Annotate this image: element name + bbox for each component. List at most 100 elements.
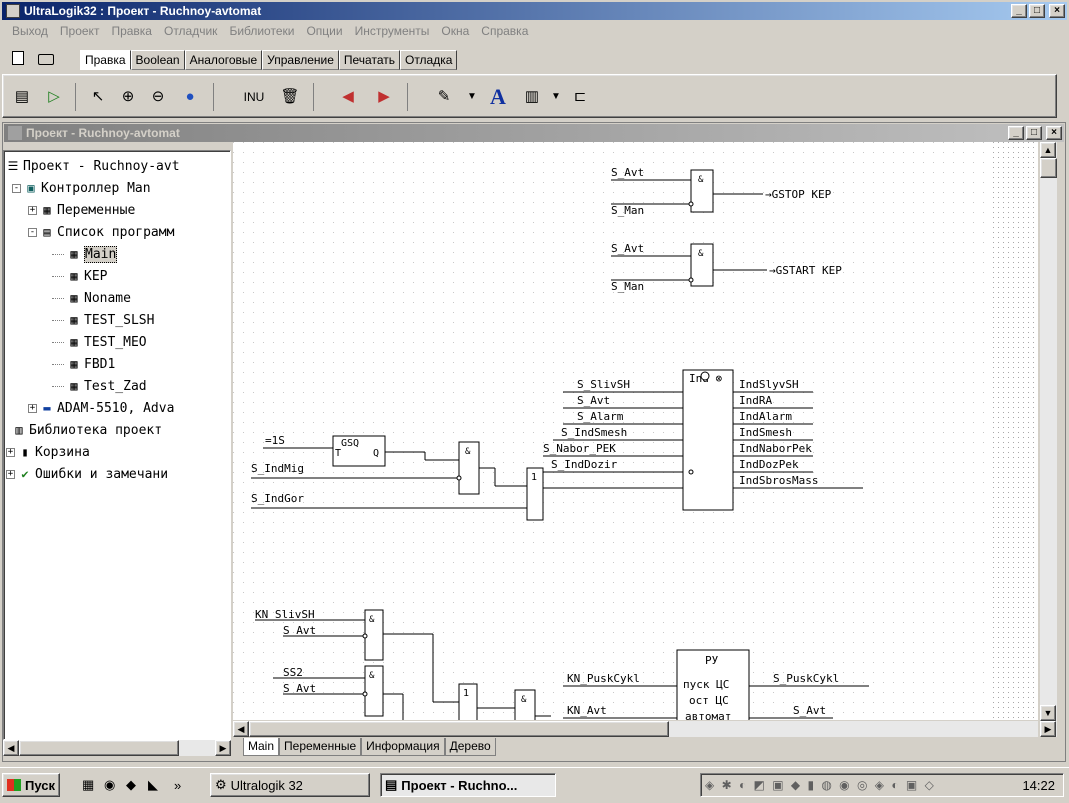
expand-icon[interactable]: + <box>28 402 37 413</box>
sheet-tab-tree[interactable]: Дерево <box>444 738 496 756</box>
fbd-diagram: S_Avt S_Man & →GSTOP KEP S_Avt S_Man & →… <box>233 142 1038 720</box>
tree-hscrollbar[interactable]: ◀ ▶ <box>3 740 231 756</box>
menu-libraries[interactable]: Библиотеки <box>229 24 295 38</box>
tree-item[interactable]: ▦FBD1 <box>52 353 115 375</box>
globe-icon[interactable]: ● <box>185 88 195 105</box>
indgor-label: S_IndGor <box>251 492 304 505</box>
child-minimize-button[interactable]: _ <box>1008 126 1024 140</box>
quicklaunch-tool-icon[interactable]: ◣ <box>148 777 158 792</box>
child-maximize-button[interactable]: □ <box>1026 126 1042 140</box>
canvas-hscrollbar[interactable]: ◀ <box>233 721 1038 737</box>
indmig-label: S_IndMig <box>251 462 304 475</box>
task-project[interactable]: ▤ Проект - Ruchno... <box>380 773 556 797</box>
tab-analog[interactable]: Аналоговые <box>184 50 263 70</box>
inu-button[interactable]: INU <box>243 90 265 104</box>
expand-icon[interactable]: + <box>6 446 15 457</box>
menu-help[interactable]: Справка <box>481 24 529 38</box>
run-icon[interactable]: ▷ <box>48 88 60 105</box>
tree-scroll-thumb[interactable] <box>19 740 179 756</box>
tree-item-label: KEP <box>84 268 108 284</box>
hscroll-thumb[interactable] <box>249 721 669 737</box>
pointer-icon[interactable]: ↖ <box>91 88 105 105</box>
quicklaunch-more-button[interactable]: » <box>174 777 182 793</box>
sheet-tab-variables[interactable]: Переменные <box>279 738 362 756</box>
tree-scroll-right-button[interactable]: ▶ <box>215 740 231 756</box>
menu-tools[interactable]: Инструменты <box>354 24 430 38</box>
tab-print[interactable]: Печатать <box>338 50 400 70</box>
tab-debug[interactable]: Отладка <box>399 50 458 70</box>
collapse-icon[interactable]: - <box>12 182 21 193</box>
minimize-button[interactable]: _ <box>1011 4 1027 18</box>
expand-icon[interactable]: + <box>28 204 37 215</box>
chart-icon[interactable]: ▥ <box>524 88 540 105</box>
maximize-button[interactable]: □ <box>1029 4 1045 18</box>
tree-item[interactable]: ☰Проект - Ruchnoy-avt <box>6 155 180 177</box>
table-icon: ▦ <box>70 357 78 371</box>
tree-item[interactable]: ▦Noname <box>52 287 131 309</box>
menu-edit[interactable]: Правка <box>111 24 152 38</box>
zoom-out-icon[interactable]: ⊖ <box>151 88 165 105</box>
tab-control[interactable]: Управление <box>262 50 339 70</box>
start-button[interactable]: Пуск <box>2 773 60 797</box>
tree-item[interactable]: -▣Контроллер Man <box>12 177 151 199</box>
tree-item[interactable]: ▦KEP <box>52 265 107 287</box>
task-ultralogik[interactable]: ⚙ Ultralogik 32 <box>210 773 370 797</box>
quicklaunch-app-icon[interactable]: ◆ <box>126 777 136 792</box>
scroll-down-button[interactable]: ▼ <box>1040 705 1056 721</box>
tree-item[interactable]: +▮Корзина <box>6 441 90 463</box>
tree-scroll-left-button[interactable]: ◀ <box>3 740 19 756</box>
collapse-icon[interactable]: - <box>28 226 37 237</box>
tray-icons[interactable]: ◈ ✱ ◐ ◩ ▣ ◆ ▮ ◍ ◉ ◎ ◈ ◐ ▣ ◇ <box>705 778 936 792</box>
toolbar: ▤ ▷ ↖ ⊕ ⊖ ● INU 🗑 ◀ ▶ ✎ ▼ A ▥ ▼ ⊏ <box>2 74 1057 118</box>
open-folder-icon[interactable] <box>38 54 54 65</box>
vscroll-thumb[interactable] <box>1040 158 1057 178</box>
zoom-in-icon[interactable]: ⊕ <box>121 88 135 105</box>
gstop-input-man-label: S_Man <box>611 204 644 217</box>
paint-icon[interactable]: ✎ <box>437 88 451 105</box>
tree-item[interactable]: ▦TEST_MEO <box>52 331 147 353</box>
dropdown-arrow-icon[interactable]: ▼ <box>467 91 477 102</box>
project-tree: ☰Проект - Ruchnoy-avt-▣Контроллер Man+▦П… <box>3 150 231 740</box>
menu-exit[interactable]: Выход <box>12 24 48 38</box>
arrow-right-icon[interactable]: ▶ <box>378 88 390 105</box>
scroll-up-button[interactable]: ▲ <box>1040 142 1056 158</box>
sheet-tab-main[interactable]: Main <box>243 738 280 756</box>
trash-icon: ▮ <box>21 445 29 459</box>
menu-project[interactable]: Проект <box>59 24 100 38</box>
scroll-left-button[interactable]: ◀ <box>233 721 249 737</box>
new-file-icon[interactable] <box>12 51 24 65</box>
tree-connector <box>52 341 64 343</box>
tree-item[interactable]: ▦TEST_SLSH <box>52 309 154 331</box>
scroll-down-button-2[interactable]: ▶ <box>1040 721 1056 737</box>
menu-options[interactable]: Опции <box>306 24 343 38</box>
sheet-tab-info[interactable]: Информация <box>361 738 445 756</box>
tree-item[interactable]: +▬ADAM-5510, Adva <box>28 397 174 419</box>
menu-windows[interactable]: Окна <box>441 24 470 38</box>
tree-item[interactable]: -▤Список программ <box>28 221 174 243</box>
close-button[interactable]: × <box>1049 4 1065 18</box>
tree-item[interactable]: ▥Библиотека проект <box>12 419 162 441</box>
tree-item[interactable]: +▦Переменные <box>28 199 135 221</box>
quicklaunch-browser-icon[interactable]: ◉ <box>104 777 116 792</box>
canvas-vscrollbar[interactable]: ▲ ▼ ▶ <box>1040 142 1057 737</box>
fbd-canvas[interactable]: S_Avt S_Man & →GSTOP KEP S_Avt S_Man & →… <box>233 142 1038 720</box>
arrow-left-icon[interactable]: ◀ <box>342 88 354 105</box>
dropdown-arrow2-icon[interactable]: ▼ <box>551 91 561 102</box>
tree-item-label: Список программ <box>57 224 175 240</box>
menu-debugger[interactable]: Отладчик <box>163 24 218 38</box>
tree-item[interactable]: ▦Main <box>52 243 118 265</box>
child-close-button[interactable]: × <box>1046 126 1062 140</box>
tree-item[interactable]: ▦Test_Zad <box>52 375 147 397</box>
tree-icon[interactable]: ⊏ <box>573 88 587 105</box>
expand-icon[interactable]: + <box>6 468 15 479</box>
tree-connector <box>52 253 64 255</box>
font-icon[interactable]: A <box>490 84 506 109</box>
compile-icon[interactable]: ▤ <box>14 88 30 105</box>
tab-edit[interactable]: Правка <box>80 50 131 70</box>
quicklaunch-desktop-icon[interactable]: ▦ <box>82 777 95 792</box>
trash-tool-icon[interactable]: 🗑 <box>280 88 300 105</box>
ind-input-3: S_Alarm <box>577 410 624 423</box>
tab-boolean[interactable]: Boolean <box>130 50 185 70</box>
ind-input-4: S_IndSmesh <box>561 426 627 439</box>
tree-item[interactable]: +✔Ошибки и замечани <box>6 463 168 485</box>
